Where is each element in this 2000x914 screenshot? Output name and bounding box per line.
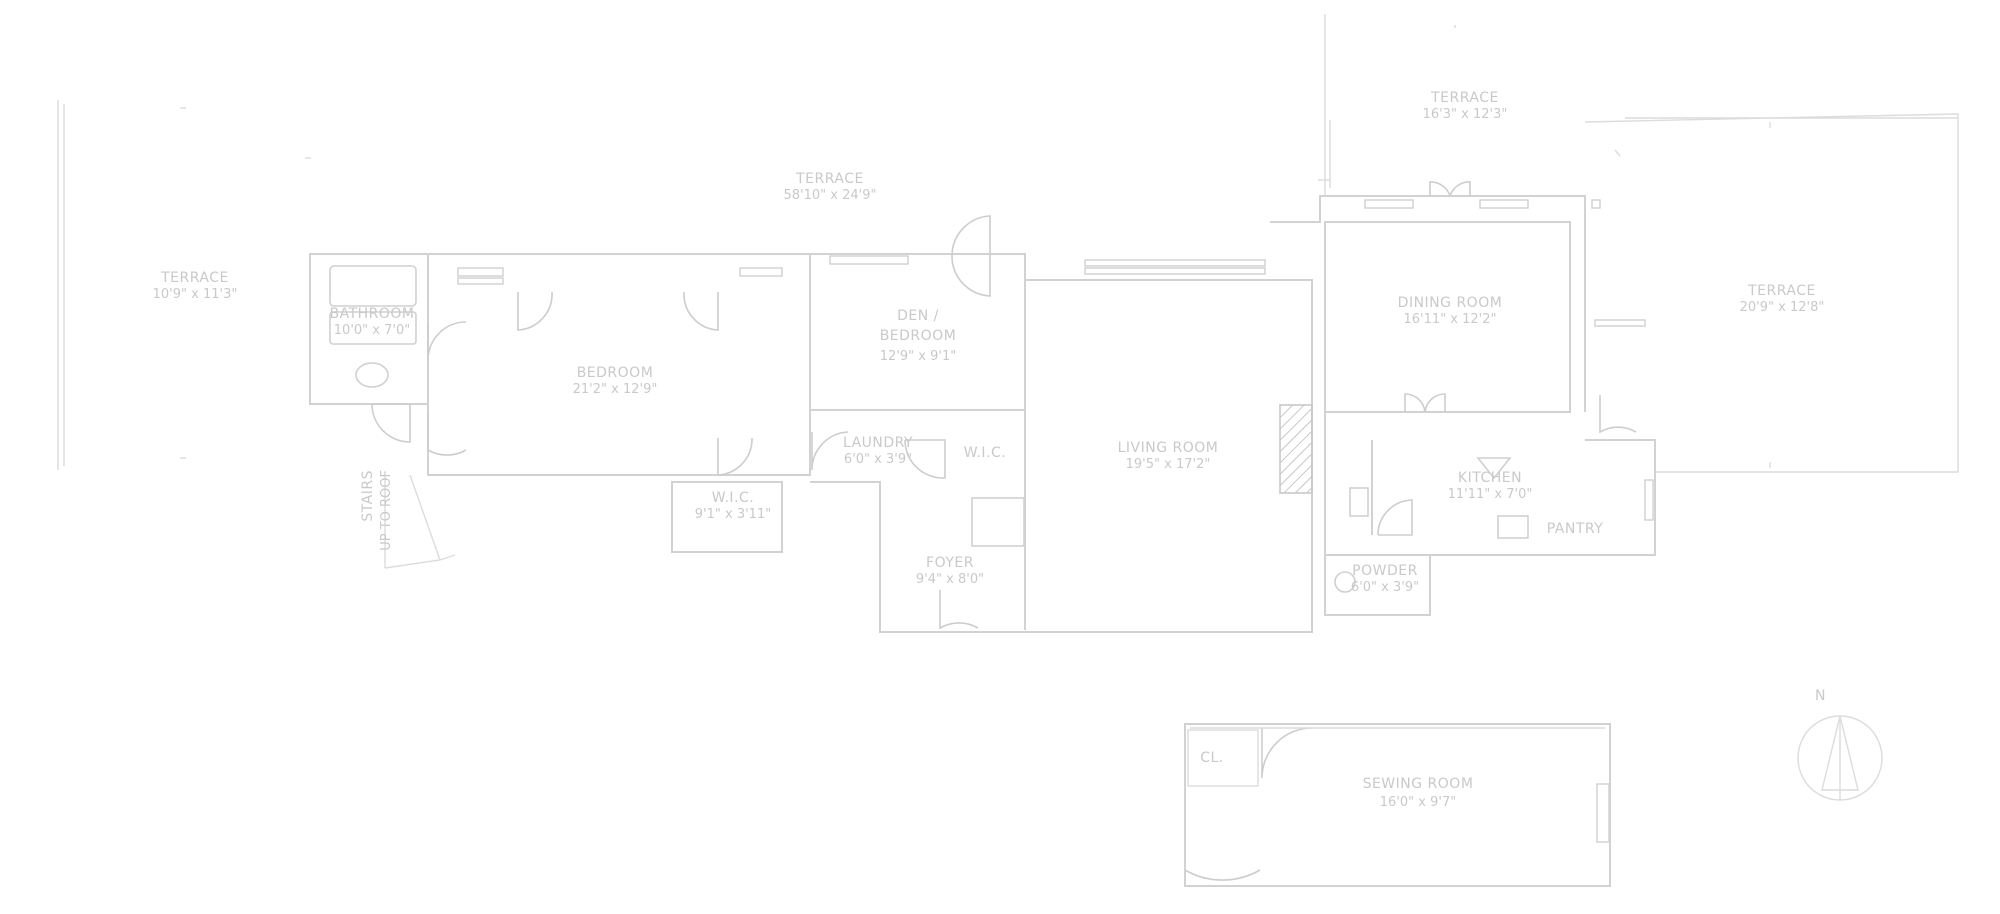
bathroom-dim: 10'0" x 7'0" bbox=[334, 323, 410, 338]
terrace-left-name: TERRACE bbox=[160, 270, 229, 286]
bedroom-name: BEDROOM bbox=[577, 365, 654, 381]
terrace-upper-right-dim: 16'3" x 12'3" bbox=[1423, 107, 1508, 122]
compass-icon: N bbox=[1797, 688, 1883, 801]
closet-name: CL. bbox=[1200, 750, 1224, 766]
apartment-walls bbox=[309, 195, 1656, 633]
stairs-dim: UP TO ROOF bbox=[379, 470, 394, 551]
laundry-dim: 6'0" x 3'9" bbox=[844, 452, 912, 467]
living-room-name: LIVING ROOM bbox=[1118, 440, 1219, 456]
stairs bbox=[384, 474, 456, 569]
kitchen-dim: 11'11" x 7'0" bbox=[1448, 487, 1533, 502]
compass-north-label: N bbox=[1815, 688, 1826, 704]
sink-icon bbox=[355, 362, 389, 388]
kitchen-counter-icon bbox=[1476, 457, 1512, 480]
den-name: DEN / bbox=[897, 308, 939, 324]
sewing-room-dim: 16'0" x 9'7" bbox=[1380, 795, 1456, 810]
den-name-2: BEDROOM bbox=[880, 328, 957, 344]
terrace-right-outline bbox=[1584, 113, 1959, 473]
terrace-left-dim: 10'9" x 11'3" bbox=[153, 287, 238, 302]
powder-dim: 6'0" x 3'9" bbox=[1351, 580, 1419, 595]
kitchen-sink-icon bbox=[1349, 487, 1369, 517]
dining-room-name: DINING ROOM bbox=[1398, 295, 1503, 311]
laundry-name: LAUNDRY bbox=[843, 435, 913, 451]
stove-icon bbox=[1497, 515, 1529, 539]
fireplace-icon bbox=[1279, 404, 1313, 494]
terrace-top-dim: 58'10" x 24'9" bbox=[784, 188, 877, 203]
doors bbox=[371, 181, 1637, 881]
room-labels: TERRACE 10'9" x 11'3" TERRACE 58'10" x 2… bbox=[153, 90, 1825, 810]
wic-name: W.I.C. bbox=[712, 490, 755, 506]
foyer-dim: 9'4" x 8'0" bbox=[916, 572, 984, 587]
wic-small-name: W.I.C. bbox=[964, 445, 1007, 461]
terrace-upper-right-outline bbox=[1318, 14, 1456, 195]
sewing-room-block bbox=[1184, 723, 1611, 887]
bathroom-name: BATHROOM bbox=[329, 306, 414, 322]
dining-room-dim: 16'11" x 12'2" bbox=[1404, 312, 1497, 327]
terrace-left-area bbox=[57, 100, 311, 470]
terrace-right-name: TERRACE bbox=[1747, 283, 1816, 299]
powder-name: POWDER bbox=[1352, 563, 1418, 579]
cabinet-icon bbox=[971, 497, 1025, 547]
pantry-name: PANTRY bbox=[1547, 521, 1604, 537]
sewing-room-name: SEWING ROOM bbox=[1363, 776, 1474, 792]
kitchen-name: KITCHEN bbox=[1458, 470, 1522, 486]
living-room-dim: 19'5" x 17'2" bbox=[1126, 457, 1211, 472]
windows bbox=[457, 199, 1654, 843]
stairs-name: STAIRS bbox=[360, 470, 376, 522]
terrace-right-dim: 20'9" x 12'8" bbox=[1740, 300, 1825, 315]
bathtub-icon bbox=[329, 265, 417, 307]
den-dim: 12'9" x 9'1" bbox=[880, 349, 956, 364]
fixtures bbox=[329, 265, 1529, 593]
toilet-icon bbox=[329, 311, 417, 345]
powder-sink-icon bbox=[1334, 571, 1356, 593]
terrace-top-name: TERRACE bbox=[795, 171, 864, 187]
wic-dim: 9'1" x 3'11" bbox=[695, 507, 771, 522]
terrace-upper-right-name: TERRACE bbox=[1430, 90, 1499, 106]
bedroom-dim: 21'2" x 12'9" bbox=[573, 382, 658, 397]
foyer-name: FOYER bbox=[926, 555, 974, 571]
